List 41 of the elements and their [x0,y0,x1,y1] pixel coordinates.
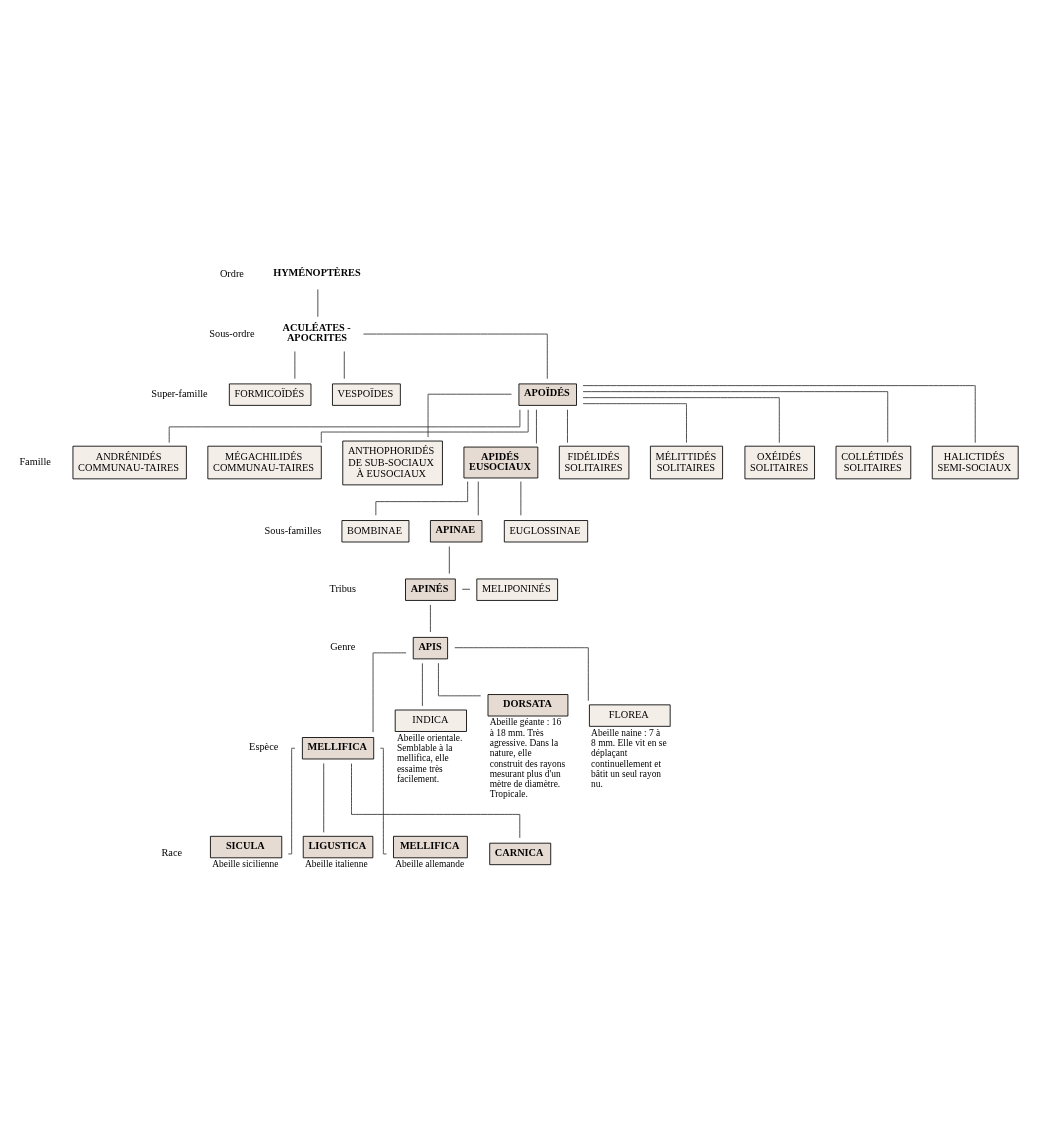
connector [317,288,319,318]
connector [287,747,296,855]
connector [461,588,471,590]
connector [320,409,529,444]
label: Super-famille [151,387,208,399]
node-label: Abeille géante : 16 à 18 mm. Très agressive. Dans la nature, elle construit des rayons mesurant plus d'un mètre de diamètre. Tropicale. [489,717,566,800]
node-label: Abeille orientale. Semblable à la mellifica, elle essaime très facilement. [396,732,463,785]
label: Tribus [329,582,357,594]
connector [379,747,387,855]
connector [323,763,325,833]
connector [582,385,976,444]
label: Race [161,847,183,859]
node-text: ACULÉATES - APOCRITES [282,322,351,344]
node-label: Abeille sicilienne [212,859,279,870]
node-label: Abeille italienne [304,859,368,870]
connector [363,333,548,380]
label: Ordre [219,267,244,279]
node-label: Abeille naine : 7 à 8 mm. Elle vit en se déplaçant continuellement et bâtit un seul rayon nu. [591,727,667,790]
connector [536,409,537,444]
node-text: HYMÉNOPTÈRES [273,267,361,279]
connector [454,647,589,702]
connector [168,409,521,444]
connector [343,351,345,380]
connector [421,662,423,707]
connector [430,604,431,633]
connector [448,546,450,574]
label: Espèce [249,741,279,753]
label: Sous-ordre [209,327,255,339]
connector [438,662,482,697]
connector [567,409,568,444]
connector [351,763,521,839]
connector [582,391,889,443]
connector [477,481,479,516]
label: Famille [19,456,51,468]
connector [582,397,780,444]
connector [427,393,512,438]
label: Sous-familles [264,524,322,536]
node-label: Abeille allemande [395,859,465,870]
label: Genre [330,641,356,653]
connector [372,652,407,733]
connector [582,403,687,444]
